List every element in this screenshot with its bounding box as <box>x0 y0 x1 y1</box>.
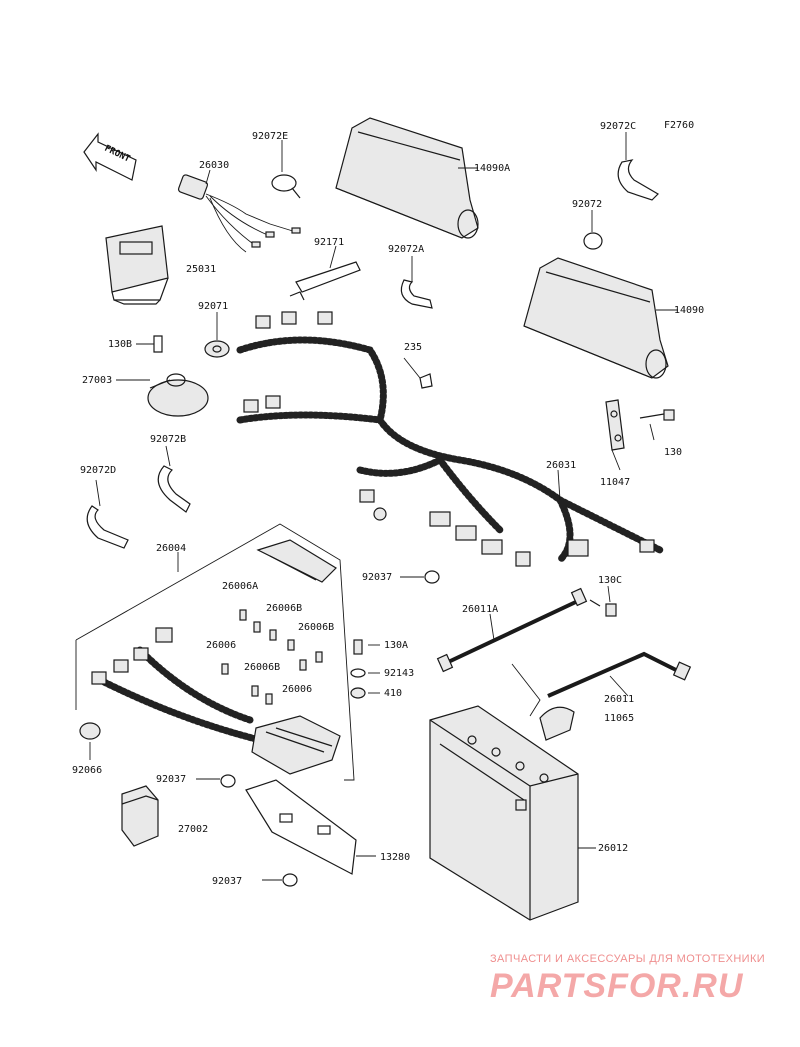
watermark-tagline: ЗАПЧАСТИ И АКСЕССУАРЫ ДЛЯ МОТОТЕХНИКИ <box>490 953 765 965</box>
part-92037-label-b: 92037 <box>156 774 186 785</box>
part-130a-label: 130A <box>384 640 408 651</box>
sub-harness-26030 <box>177 174 301 253</box>
cover-14090a <box>335 117 479 239</box>
part-11047-label: 11047 <box>600 477 630 488</box>
bolt-130a <box>353 639 363 655</box>
bolt-130c <box>589 599 617 617</box>
cable-26011 <box>511 651 692 717</box>
part-92143-label: 92143 <box>384 668 414 679</box>
cover-14090 <box>523 257 678 379</box>
part-92072-label: 92072 <box>572 199 602 210</box>
clamp-92072c <box>617 159 659 201</box>
part-26006b-label-c: 26006B <box>244 662 280 673</box>
bracket-13280 <box>245 779 357 875</box>
part-92071-label: 92071 <box>198 301 228 312</box>
bolt-130b <box>153 335 163 353</box>
part-26006-label-a: 26006 <box>206 640 236 651</box>
nut-410 <box>350 687 366 699</box>
fuses-26006 <box>221 609 323 705</box>
part-92037-label-a: 92037 <box>362 572 392 583</box>
part-130b-label: 130B <box>108 339 132 350</box>
part-92072c-label: 92072C <box>600 121 636 132</box>
part-14090-label: 14090 <box>674 305 704 316</box>
part-26011a-label: 26011A <box>462 604 498 615</box>
fuse-box <box>251 715 341 775</box>
part-11065-label: 11065 <box>604 713 634 724</box>
clamp-92072a <box>400 279 433 309</box>
part-235-label: 235 <box>404 342 422 353</box>
grommet-92071 <box>204 340 230 358</box>
bracket-92171 <box>289 261 361 301</box>
part-26006-label-b: 26006 <box>282 684 312 695</box>
sub-harness-26004 <box>75 523 355 781</box>
part-92072b-label: 92072B <box>150 434 186 445</box>
part-410-label: 410 <box>384 688 402 699</box>
part-26006b-label-a: 26006B <box>266 603 302 614</box>
part-27002-label: 27002 <box>178 824 208 835</box>
clamp-92072b <box>157 465 191 513</box>
part-26012-label: 26012 <box>598 843 628 854</box>
part-25031-label: 25031 <box>186 264 216 275</box>
clamp-92072 <box>583 232 603 250</box>
front-direction-arrow: FRONT <box>83 132 137 181</box>
clamp-92037-c <box>282 873 298 887</box>
bracket-11047 <box>605 399 625 451</box>
part-26011-label: 26011 <box>604 694 634 705</box>
clamp-92037-b <box>220 774 236 788</box>
part-26031-label: 26031 <box>546 460 576 471</box>
part-26030-label: 26030 <box>199 160 229 171</box>
washer-92143 <box>350 668 366 678</box>
clamp-92072e <box>271 174 301 199</box>
part-130c-label: 130C <box>598 575 622 586</box>
fuse-cover-26006a <box>256 539 337 583</box>
part-130-label: 130 <box>664 447 682 458</box>
horn-27003 <box>147 373 209 417</box>
part-26006b-label-b: 26006B <box>298 622 334 633</box>
cable-26011a <box>436 587 588 673</box>
main-harness-26031 <box>236 311 664 567</box>
bolt-130 <box>639 409 675 421</box>
screw-235 <box>419 373 433 389</box>
part-26006a-label: 26006A <box>222 581 258 592</box>
part-92072d-label: 92072D <box>80 465 116 476</box>
part-26004-label: 26004 <box>156 543 186 554</box>
clamp-92037-a <box>424 570 440 584</box>
hour-meter-25031 <box>105 225 169 305</box>
relay-27002 <box>121 785 159 847</box>
part-14090a-label: 14090A <box>474 163 510 174</box>
part-27003-label: 27003 <box>82 375 112 386</box>
part-13280-label: 13280 <box>380 852 410 863</box>
watermark-logo: PARTSFOR.RU <box>490 967 744 1005</box>
part-92072a-label: 92072A <box>388 244 424 255</box>
part-92072e-label: 92072E <box>252 131 288 142</box>
watermark: ЗАПЧАСТИ И АКСЕССУАРЫ ДЛЯ МОТОТЕХНИКИ PA… <box>490 953 765 1005</box>
clamp-92072d <box>86 505 129 549</box>
battery-26012 <box>429 705 579 921</box>
leader-lines <box>89 132 655 881</box>
part-92171-label: 92171 <box>314 237 344 248</box>
part-92066-label: 92066 <box>72 765 102 776</box>
part-92037-label-c: 92037 <box>212 876 242 887</box>
cap-11065 <box>539 706 575 741</box>
grommet-92066 <box>79 722 101 740</box>
figure-code: F2760 <box>664 120 694 131</box>
